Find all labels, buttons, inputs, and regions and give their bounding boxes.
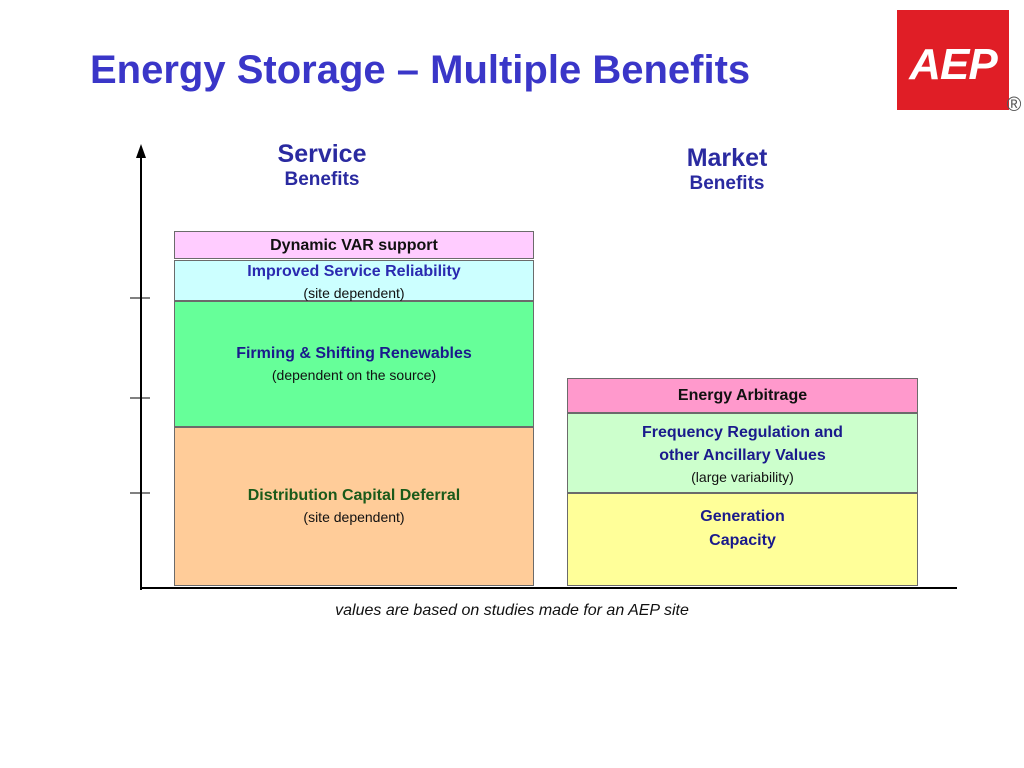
block-label: Frequency Regulation and other Ancillary… xyxy=(642,424,843,464)
page-title: Energy Storage – Multiple Benefits xyxy=(90,48,751,92)
service-column-header: Service Benefits xyxy=(222,140,422,192)
block-note: (large variability) xyxy=(691,469,794,485)
logo-text: AEP xyxy=(909,40,997,89)
block-generation-capacity: Generation Capacity xyxy=(567,493,918,586)
block-label: Energy Arbitrage xyxy=(677,387,808,404)
axis-arrow-icon xyxy=(136,144,146,158)
block-note: (site dependent) xyxy=(303,285,405,301)
logo-background xyxy=(897,10,1009,110)
aep-logo: AEP ® xyxy=(897,10,1021,116)
block-note: (site dependent) xyxy=(303,509,405,525)
market-header-subtitle: Benefits xyxy=(689,173,765,194)
block-label: Improved Service Reliability xyxy=(247,263,461,280)
block-energy-arbitrage: Energy Arbitrage xyxy=(567,378,918,413)
market-header-title: Market xyxy=(686,144,768,172)
service-header-subtitle: Benefits xyxy=(284,169,360,190)
service-header-title: Service xyxy=(277,140,367,168)
footnote: values are based on studies made for an … xyxy=(335,602,689,619)
block-frequency-regulation: Frequency Regulation and other Ancillary… xyxy=(567,413,918,493)
block-distribution-capital-deferral: Distribution Capital Deferral (site depe… xyxy=(174,427,534,586)
market-column-header: Market Benefits xyxy=(627,144,827,196)
block-label: Firming & Shifting Renewables xyxy=(236,345,472,362)
block-firming-shifting-renewables: Firming & Shifting Renewables (dependent… xyxy=(174,301,534,427)
block-improved-service-reliability: Improved Service Reliability (site depen… xyxy=(174,260,534,301)
registered-mark: ® xyxy=(1006,94,1022,116)
block-label: Generation Capacity xyxy=(700,508,785,549)
block-dynamic-var-support: Dynamic VAR support xyxy=(174,231,534,259)
block-label: Dynamic VAR support xyxy=(270,237,438,254)
block-note: (dependent on the source) xyxy=(271,367,437,383)
block-label: Distribution Capital Deferral xyxy=(247,487,461,504)
